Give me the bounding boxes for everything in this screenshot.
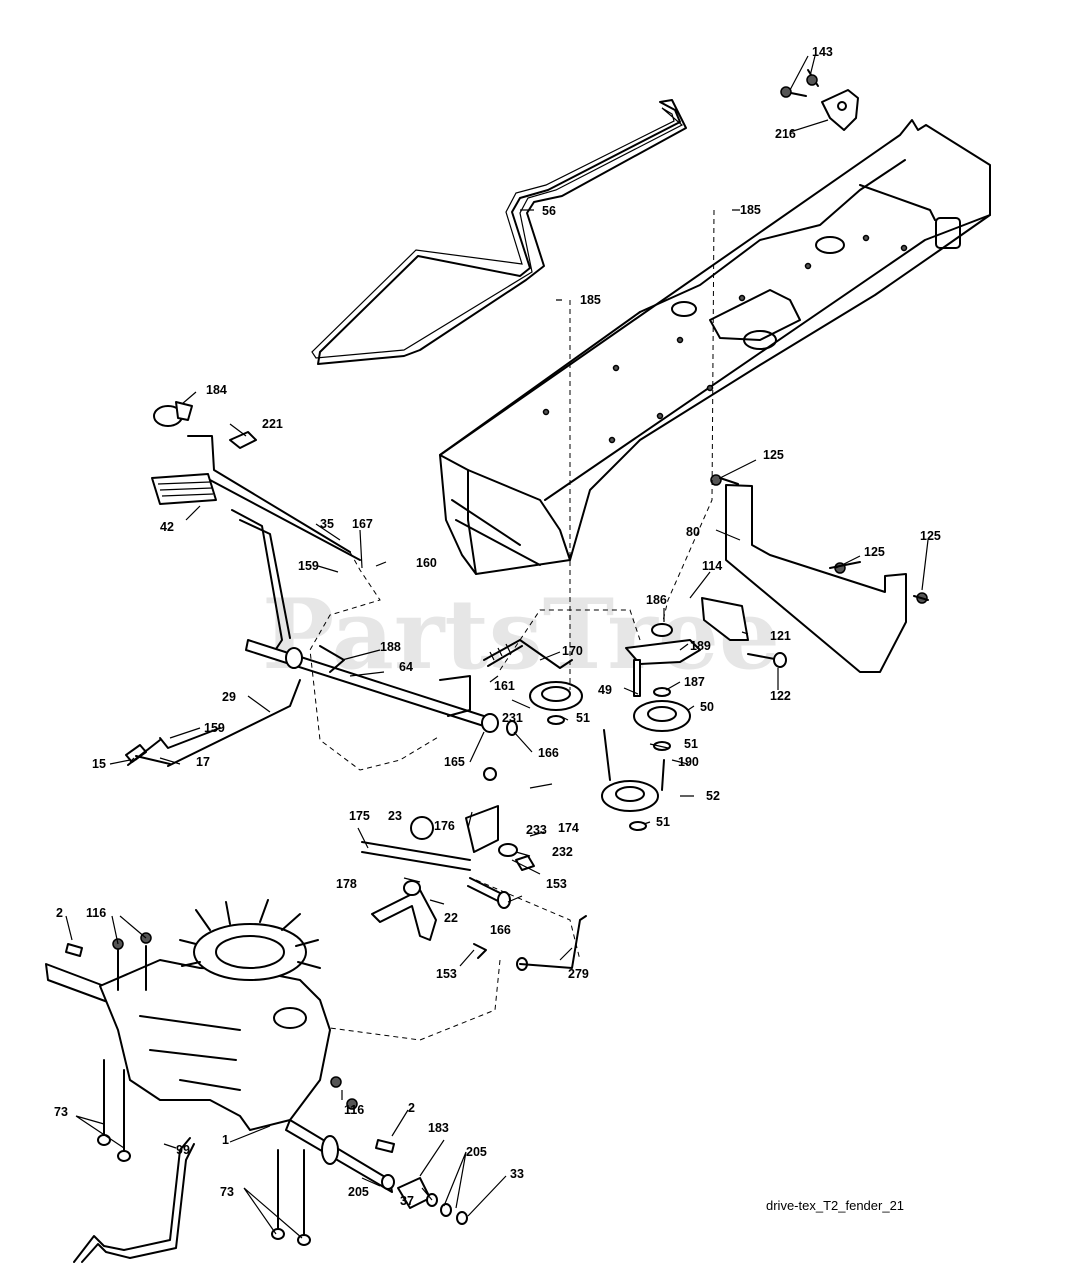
callout-167: 167 [352,517,373,531]
callout-153-lower: 153 [436,967,457,981]
callout-37: 37 [400,1194,414,1208]
pulley-52 [601,780,659,831]
fender-bracket [710,474,929,673]
callout-176: 176 [434,819,455,833]
callout-205-left: 205 [348,1185,369,1199]
shift-linkage [361,767,587,971]
callout-165: 165 [444,755,465,769]
callout-1: 1 [222,1133,229,1147]
callout-166-lower: 166 [490,923,511,937]
callout-178: 178 [336,877,357,891]
callout-233: 233 [526,823,547,837]
pedal-assembly [125,401,573,767]
callout-174: 174 [558,821,579,835]
callout-159-lower: 159 [204,721,225,735]
lower-hardware [73,1059,468,1263]
callout-221: 221 [262,417,283,431]
callout-189: 189 [690,639,711,653]
callout-73-bottom: 73 [220,1185,234,1199]
callout-160: 160 [416,556,437,570]
callout-52: 52 [706,789,720,803]
callout-232: 232 [552,845,573,859]
callout-190: 190 [678,755,699,769]
idler-assembly [529,623,701,831]
callout-279: 279 [568,967,589,981]
callout-125-top: 125 [763,448,784,462]
callout-185-lower: 185 [580,293,601,307]
callout-56: 56 [542,204,556,218]
dashed-guides [209,209,715,1091]
callout-166-upper: 166 [538,746,559,760]
callout-29: 29 [222,690,236,704]
diagram-caption: drive-tex_T2_fender_21 [766,1198,905,1213]
callout-125-mid: 125 [864,545,885,559]
callout-161: 161 [494,679,515,693]
pivot-bracket [701,597,787,668]
callout-50: 50 [700,700,714,714]
callout-205-right: 205 [466,1145,487,1159]
callout-175: 175 [349,809,370,823]
callout-116-left: 116 [86,906,106,920]
callout-33: 33 [510,1167,524,1181]
transaxle [45,899,395,1193]
callout-170: 170 [562,644,583,658]
callout-42: 42 [160,520,174,534]
callout-51-b: 51 [684,737,698,751]
callout-121: 121 [770,629,791,643]
callout-184: 184 [206,383,227,397]
callout-73-left: 73 [54,1105,68,1119]
callout-80: 80 [686,525,700,539]
callout-125-right: 125 [920,529,941,543]
callout-187: 187 [684,675,705,689]
callout-143: 143 [812,45,833,59]
callout-231: 231 [502,711,523,725]
callout-35: 35 [320,517,334,531]
callout-49: 49 [598,683,612,697]
callout-2-left: 2 [56,906,63,920]
callout-186: 186 [646,593,667,607]
bracket-216 [780,69,859,131]
callout-2-right: 2 [408,1101,415,1115]
callout-23: 23 [388,809,402,823]
callout-51-a: 51 [576,711,590,725]
pulley-231 [529,681,583,725]
callout-159-upper: 159 [298,559,319,573]
callout-216: 216 [775,127,796,141]
callout-99: 99 [176,1143,190,1157]
callout-122: 122 [770,689,791,703]
leader-lines [65,55,929,1239]
callout-188: 188 [380,640,401,654]
callout-51-c: 51 [656,815,670,829]
callout-183: 183 [428,1121,449,1135]
callout-185-upper: 185 [740,203,761,217]
drive-belt [311,99,687,365]
callout-labels: 143 216 56 185 185 184 221 42 35 167 159… [54,45,941,1208]
pulley-50 [633,700,691,751]
callout-114: 114 [702,559,722,573]
callout-22: 22 [444,911,458,925]
callout-17: 17 [196,755,210,769]
callout-64: 64 [399,660,413,674]
callout-116-right: 116 [344,1103,364,1117]
callout-153-upper: 153 [546,877,567,891]
callout-15: 15 [92,757,106,771]
chassis-frame [439,119,991,575]
